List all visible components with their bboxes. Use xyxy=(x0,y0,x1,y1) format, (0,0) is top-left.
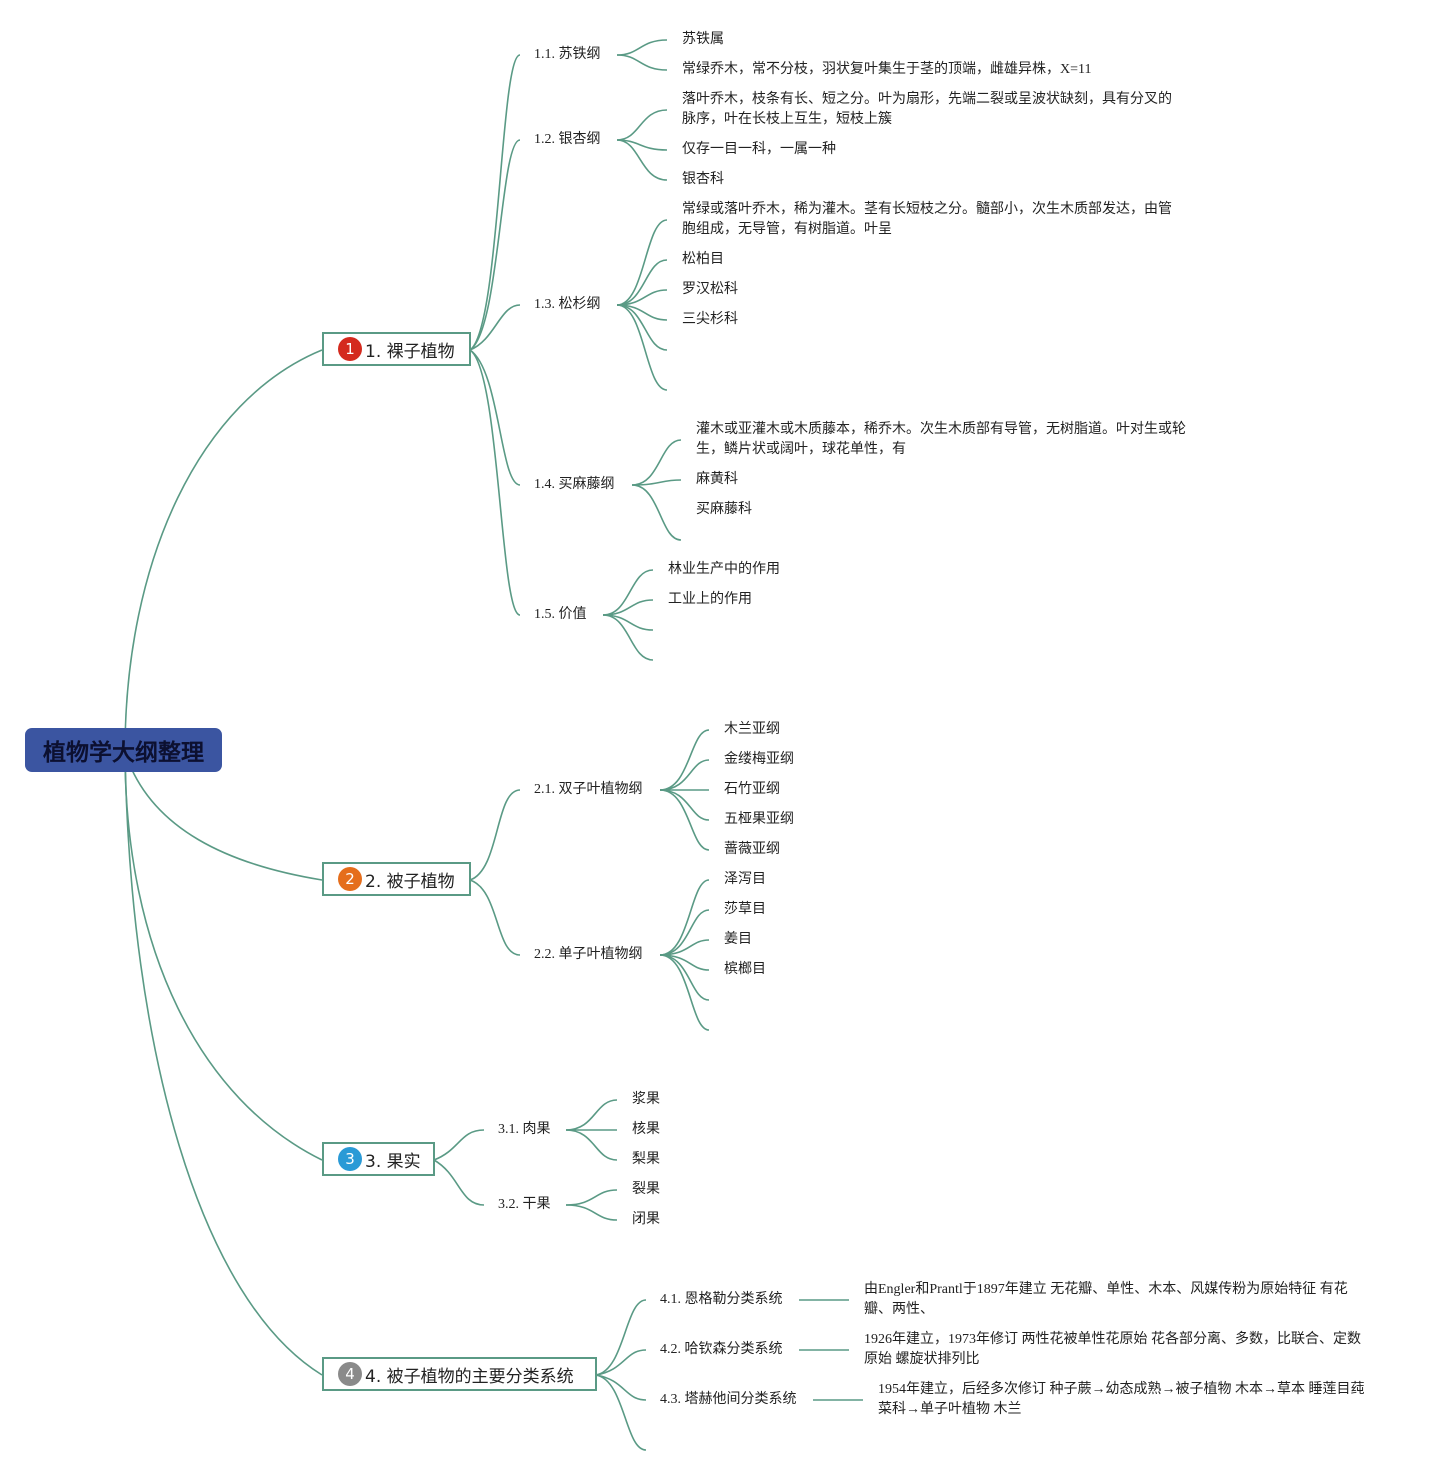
leaf-topic[interactable]: 苏铁属 xyxy=(682,32,724,47)
leaf-topic[interactable]: 木兰亚纲 xyxy=(724,722,780,737)
root-topic[interactable]: 植物学大纲整理 xyxy=(25,728,222,772)
subtopic[interactable]: 4.3. 塔赫他间分类系统 xyxy=(660,1392,797,1407)
leaf-topic[interactable]: 梨果 xyxy=(632,1152,660,1167)
leaf-topic[interactable]: 石竹亚纲 xyxy=(724,782,780,797)
leaf-topic[interactable]: 麻黄科 xyxy=(696,472,738,487)
leaf-topic[interactable]: 五桠果亚纲 xyxy=(724,812,794,827)
leaf-topic[interactable]: 松柏目 xyxy=(682,252,724,267)
branch-angiosperms[interactable]: 2 2. 被子植物 xyxy=(322,862,471,896)
leaf-topic[interactable]: 常绿乔木，常不分枝，羽状复叶集生于茎的顶端，雌雄异株，X=11 xyxy=(682,62,1092,77)
leaf-topic[interactable]: 姜目 xyxy=(724,932,752,947)
subtopic[interactable]: 3.1. 肉果 xyxy=(498,1122,551,1137)
leaf-topic[interactable]: 仅存一目一科，一属一种 xyxy=(682,142,836,157)
subtopic[interactable]: 1.5. 价值 xyxy=(534,607,587,622)
leaf-topic[interactable]: 槟榔目 xyxy=(724,962,766,977)
leaf-topic[interactable]: 金缕梅亚纲 xyxy=(724,752,794,767)
subtopic[interactable]: 3.2. 干果 xyxy=(498,1197,551,1212)
subtopic[interactable]: 1.1. 苏铁纲 xyxy=(534,47,601,62)
branch-fruits[interactable]: 3 3. 果实 xyxy=(322,1142,435,1176)
leaf-topic[interactable]: 核果 xyxy=(632,1122,660,1137)
leaf-topic[interactable]: 三尖杉科 xyxy=(682,312,738,327)
leaf-topic[interactable]: 闭果 xyxy=(632,1212,660,1227)
subtopic[interactable]: 2.1. 双子叶植物纲 xyxy=(534,782,643,797)
branch-gymnosperms[interactable]: 1 1. 裸子植物 xyxy=(322,332,471,366)
branch-label: 3. 果实 xyxy=(365,1151,421,1172)
subtopic[interactable]: 1.3. 松杉纲 xyxy=(534,297,601,312)
leaf-topic[interactable]: 浆果 xyxy=(632,1092,660,1107)
leaf-topic[interactable]: 由Engler和Prantl于1897年建立 无花瓣、单性、木本、风媒传粉为原始… xyxy=(864,1282,1348,1317)
leaf-topic[interactable]: 银杏科 xyxy=(682,172,724,187)
leaf-topic[interactable]: 灌木或亚灌木或木质藤本，稀乔木。次生木质部有导管，无树脂道。叶对生或轮生，鳞片状… xyxy=(696,422,1186,457)
priority-1-icon: 1 xyxy=(338,337,362,361)
leaf-topic[interactable]: 买麻藤科 xyxy=(696,502,752,517)
leaf-topic[interactable]: 1954年建立，后经多次修订 种子蕨→幼态成熟→被子植物 木本→草本 睡莲目莼菜… xyxy=(878,1382,1365,1417)
branch-label: 4. 被子植物的主要分类系统 xyxy=(365,1366,574,1387)
leaf-topic[interactable]: 落叶乔木，枝条有长、短之分。叶为扇形，先端二裂或呈波状缺刻，具有分叉的脉序，叶在… xyxy=(682,92,1172,127)
branch-label: 2. 被子植物 xyxy=(365,871,455,892)
subtopic[interactable]: 4.2. 哈钦森分类系统 xyxy=(660,1342,783,1357)
subtopic[interactable]: 1.2. 银杏纲 xyxy=(534,132,601,147)
priority-3-icon: 3 xyxy=(338,1147,362,1171)
leaf-topic[interactable]: 裂果 xyxy=(632,1182,660,1197)
leaf-topic[interactable]: 林业生产中的作用 xyxy=(668,562,780,577)
branch-label: 1. 裸子植物 xyxy=(365,341,455,362)
leaf-topic[interactable]: 罗汉松科 xyxy=(682,282,738,297)
priority-2-icon: 2 xyxy=(338,867,362,891)
subtopic[interactable]: 2.2. 单子叶植物纲 xyxy=(534,947,643,962)
priority-4-icon: 4 xyxy=(338,1362,362,1386)
subtopic[interactable]: 1.4. 买麻藤纲 xyxy=(534,477,615,492)
subtopic[interactable]: 4.1. 恩格勒分类系统 xyxy=(660,1292,783,1307)
leaf-topic[interactable]: 蔷薇亚纲 xyxy=(724,842,780,857)
leaf-topic[interactable]: 工业上的作用 xyxy=(668,592,752,607)
leaf-topic[interactable]: 常绿或落叶乔木，稀为灌木。茎有长短枝之分。髓部小，次生木质部发达，由管胞组成，无… xyxy=(682,202,1172,237)
branch-classification-systems[interactable]: 4 4. 被子植物的主要分类系统 xyxy=(322,1357,597,1391)
leaf-topic[interactable]: 泽泻目 xyxy=(724,872,766,887)
leaf-topic[interactable]: 1926年建立，1973年修订 两性花被单性花原始 花各部分离、多数，比联合、定… xyxy=(864,1332,1361,1367)
leaf-topic[interactable]: 莎草目 xyxy=(724,902,766,917)
